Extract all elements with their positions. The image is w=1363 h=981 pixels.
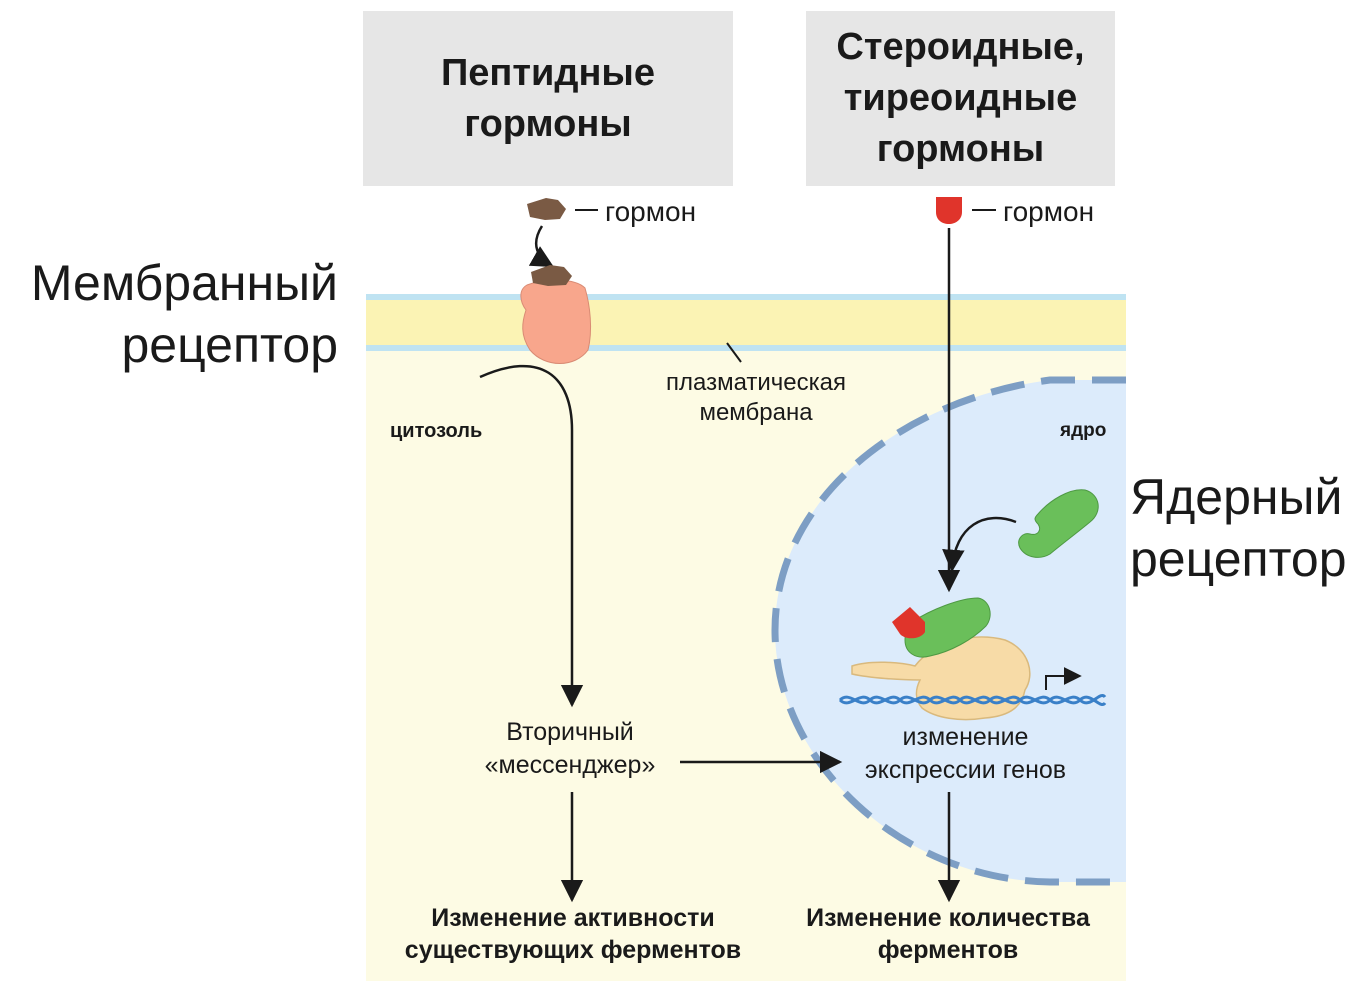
plasma-membrane bbox=[366, 296, 1126, 348]
outcome-activity-label: Изменение активности существующих фермен… bbox=[378, 902, 768, 966]
steroid-hormones-header: Стероидные, тиреоидные гормоны bbox=[806, 11, 1115, 186]
nuclear-receptor-label: Ядерный рецептор bbox=[1130, 466, 1347, 590]
second-messenger-label: Вторичный «мессенджер» bbox=[470, 716, 670, 782]
binding-arrow bbox=[536, 226, 552, 266]
bound-peptide-hormone-icon bbox=[531, 265, 572, 286]
hormone-label-peptide: гормон bbox=[605, 196, 696, 228]
membrane-outer-edge bbox=[366, 294, 1126, 300]
membrane-receptor-label: Мембранный рецептор bbox=[31, 252, 338, 376]
membrane-receptor bbox=[521, 280, 591, 363]
gene-expression-label: изменение экспрессии генов bbox=[848, 721, 1083, 787]
peptide-hormone-icon bbox=[527, 198, 566, 220]
peptide-hormones-header: Пептидные гормоны bbox=[363, 11, 733, 186]
steroid-hormone-icon bbox=[936, 197, 962, 224]
cytosol-label: цитозоль bbox=[390, 420, 482, 443]
plasma-membrane-label: плазматическая мембрана bbox=[646, 368, 866, 428]
hormone-label-steroid: гормон bbox=[1003, 196, 1094, 228]
outcome-amount-label: Изменение количества ферментов bbox=[783, 902, 1113, 966]
membrane-inner-edge bbox=[366, 345, 1126, 351]
nucleus-label: ядро bbox=[1060, 420, 1106, 442]
